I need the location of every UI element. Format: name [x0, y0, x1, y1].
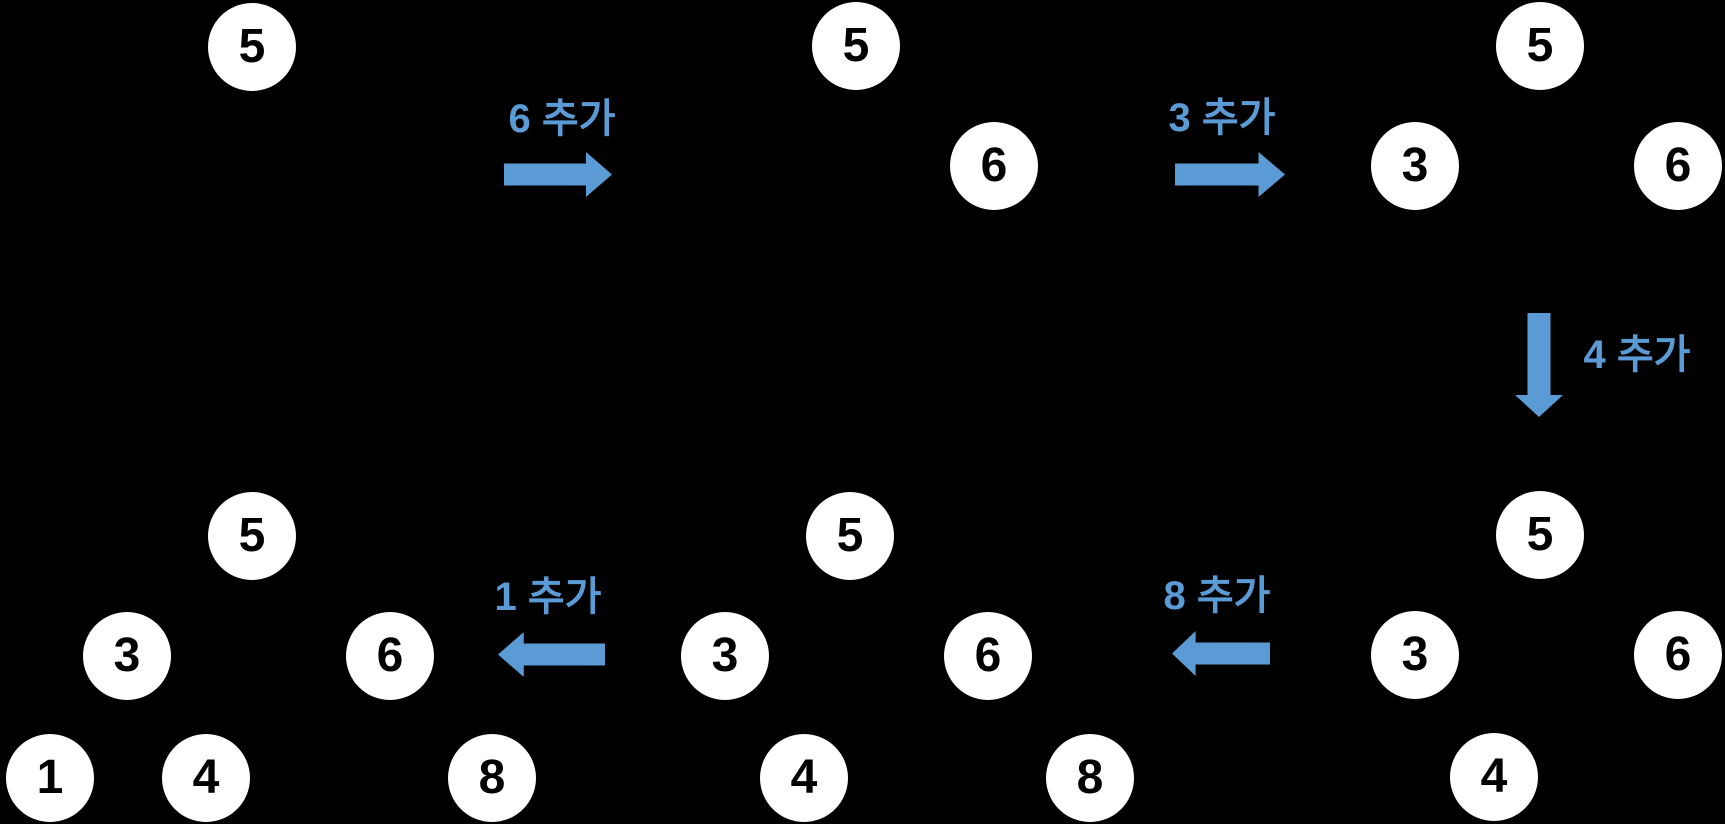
tree-node-3: 3: [1371, 611, 1459, 699]
arrow-label-add-3: 3 추가: [1168, 96, 1276, 140]
tree-node-6: 6: [1634, 611, 1722, 699]
tree-node-4: 4: [1450, 733, 1538, 821]
tree-node-3: 3: [681, 612, 769, 700]
down-arrow-icon: [1515, 313, 1563, 417]
left-arrow-icon: [1172, 631, 1270, 676]
tree-node-5: 5: [1496, 2, 1584, 90]
tree-node-8: 8: [1046, 734, 1134, 822]
tree-node-6: 6: [1634, 122, 1722, 210]
tree-node-5: 5: [812, 2, 900, 90]
arrow-label-add-8: 8 추가: [1163, 574, 1271, 618]
tree-node-5: 5: [208, 492, 296, 580]
tree-node-6: 6: [950, 122, 1038, 210]
tree-node-6: 6: [346, 612, 434, 700]
tree-node-5: 5: [1496, 491, 1584, 579]
tree-node-3: 3: [83, 612, 171, 700]
tree-node-4: 4: [162, 734, 250, 822]
left-arrow-icon: [498, 632, 605, 677]
right-arrow-icon: [504, 152, 612, 197]
tree-node-3: 3: [1371, 122, 1459, 210]
tree-node-5: 5: [806, 492, 894, 580]
tree-node-1: 1: [6, 734, 94, 822]
arrow-label-add-6: 6 추가: [508, 97, 616, 141]
tree-node-5: 5: [208, 3, 296, 91]
arrow-label-add-4: 4 추가: [1583, 333, 1691, 377]
arrow-label-add-1: 1 추가: [494, 575, 602, 619]
tree-node-4: 4: [760, 734, 848, 822]
right-arrow-icon: [1175, 152, 1285, 197]
tree-node-8: 8: [448, 734, 536, 822]
tree-node-6: 6: [944, 612, 1032, 700]
